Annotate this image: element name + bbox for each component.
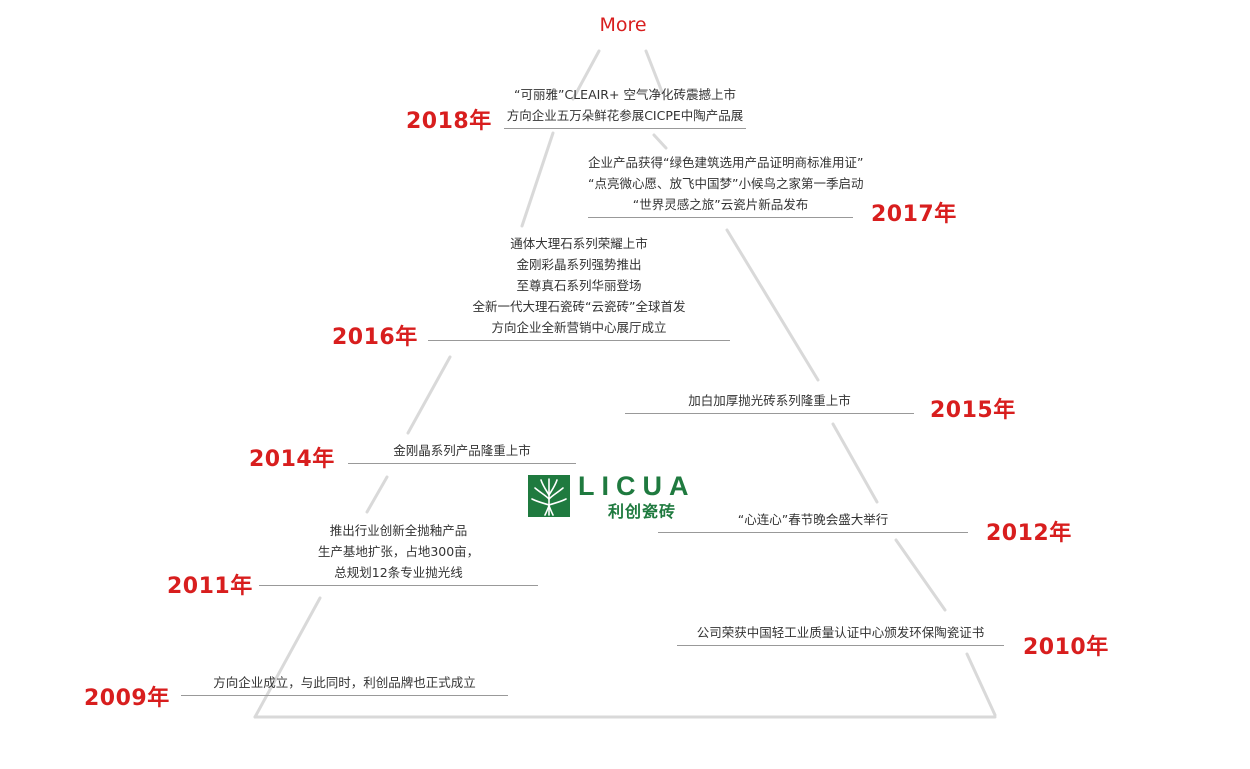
- year-label-2014: 2014年: [249, 447, 335, 472]
- entry-2010-line-1: 公司荣获中国轻工业质量认证中心颁发环保陶瓷证书: [696, 625, 985, 640]
- entry-2011-line-3: 总规划12条专业抛光线: [334, 565, 463, 580]
- year-label-2010: 2010年: [1023, 635, 1109, 660]
- timeline-entry-2009: 方向企业成立，与此同时，利创品牌也正式成立: [181, 672, 508, 696]
- year-label-2017: 2017年: [871, 202, 957, 227]
- year-label-2011: 2011年: [167, 574, 253, 599]
- entry-2016-line-2: 金刚彩晶系列强势推出: [516, 257, 642, 272]
- more-link[interactable]: More: [599, 14, 647, 36]
- entry-2016-line-3: 至尊真石系列华丽登场: [516, 278, 642, 293]
- entry-2017-line-3: “世界灵感之旅”云瓷片新品发布: [632, 197, 809, 212]
- timeline-entry-2015: 加白加厚抛光砖系列隆重上市: [625, 390, 914, 414]
- year-label-2018: 2018年: [406, 109, 492, 134]
- timeline-entry-2012: “心连心”春节晚会盛大举行: [658, 509, 968, 533]
- entry-2014-line-1: 金刚晶系列产品隆重上市: [393, 443, 531, 458]
- tree-logo-icon: [528, 475, 570, 517]
- brand-name-cn: 利创瓷砖: [608, 502, 677, 521]
- entry-2017-line-1: 企业产品获得“绿色建筑选用产品证明商标准用证”: [588, 155, 864, 170]
- timeline-entry-2017: 企业产品获得“绿色建筑选用产品证明商标准用证” “点亮微心愿、放飞中国梦”小候鸟…: [588, 152, 864, 218]
- timeline-entry-2011: 推出行业创新全抛釉产品 生产基地扩张，占地300亩， 总规划12条专业抛光线: [259, 520, 538, 586]
- entry-2011-line-1: 推出行业创新全抛釉产品: [329, 523, 468, 538]
- year-label-2009: 2009年: [84, 686, 170, 711]
- entry-2016-line-4: 全新一代大理石瓷砖“云瓷砖”全球首发: [472, 299, 686, 314]
- timeline-entry-2018: “可丽雅”CLEAIR+ 空气净化砖震撼上市 方向企业五万朵鲜花参展CICPE中…: [504, 84, 746, 129]
- entry-2018-line-2: 方向企业五万朵鲜花参展CICPE中陶产品展: [506, 108, 744, 123]
- timeline-entry-2016: 通体大理石系列荣耀上市 金刚彩晶系列强势推出 至尊真石系列华丽登场 全新一代大理…: [428, 233, 730, 341]
- entry-2016-line-1: 通体大理石系列荣耀上市: [510, 236, 648, 251]
- entry-2016-line-5: 方向企业全新营销中心展厅成立: [491, 320, 667, 335]
- entry-2017-line-2: “点亮微心愿、放飞中国梦”小候鸟之家第一季启动: [588, 176, 864, 191]
- entry-2012-line-1: “心连心”春节晚会盛大举行: [737, 512, 889, 527]
- brand-logo: LICUA 利创瓷砖: [528, 471, 728, 523]
- timeline-entry-2010: 公司荣获中国轻工业质量认证中心颁发环保陶瓷证书: [677, 622, 1004, 646]
- year-label-2016: 2016年: [332, 325, 418, 350]
- entry-2015-line-1: 加白加厚抛光砖系列隆重上市: [688, 393, 851, 408]
- year-label-2012: 2012年: [986, 521, 1072, 546]
- entry-2018-line-1: “可丽雅”CLEAIR+ 空气净化砖震撼上市: [514, 87, 736, 102]
- brand-name-en: LICUA: [578, 471, 696, 501]
- entry-2009-line-1: 方向企业成立，与此同时，利创品牌也正式成立: [213, 675, 476, 690]
- year-label-2015: 2015年: [930, 398, 1016, 423]
- entry-2011-line-2: 生产基地扩张，占地300亩，: [317, 544, 480, 559]
- timeline-entry-2014: 金刚晶系列产品隆重上市: [348, 440, 576, 464]
